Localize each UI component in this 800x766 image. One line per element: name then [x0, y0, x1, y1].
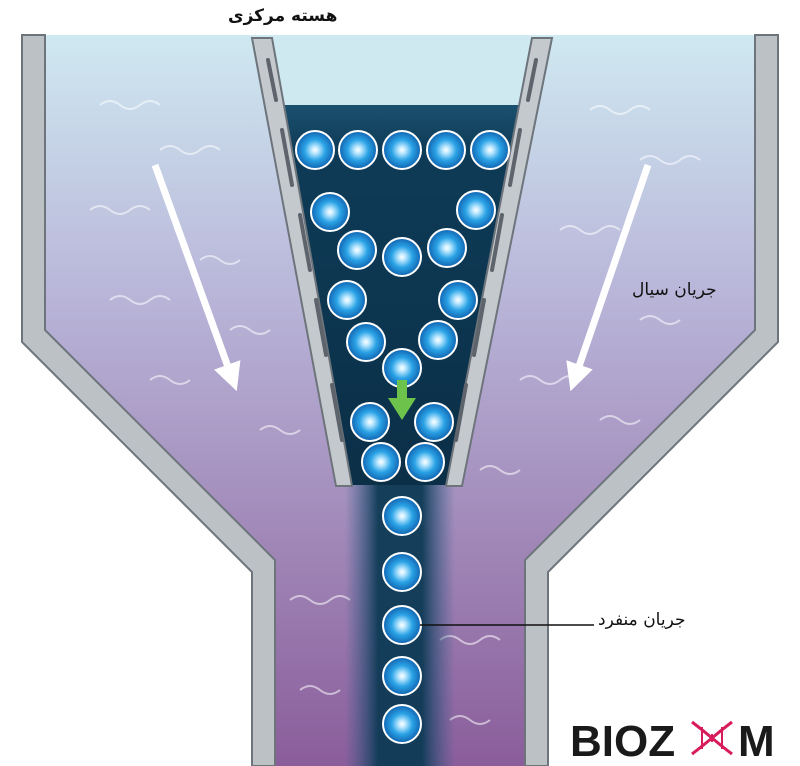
cell — [456, 190, 496, 230]
cell — [427, 228, 467, 268]
cell — [382, 237, 422, 277]
right-outer-wall — [524, 34, 779, 766]
cell — [418, 320, 458, 360]
cell — [310, 192, 350, 232]
core-right-wall — [444, 37, 554, 487]
sheath-flow-label: جریان سیال — [632, 280, 717, 300]
cell — [382, 605, 422, 645]
cell — [382, 704, 422, 744]
core-left-wall — [250, 37, 354, 487]
cell — [338, 130, 378, 170]
cell — [361, 442, 401, 482]
left-outer-wall — [21, 34, 276, 766]
dna-helix-icon — [691, 720, 733, 756]
cell — [382, 552, 422, 592]
cell — [414, 402, 454, 442]
cell — [337, 230, 377, 270]
cell — [382, 496, 422, 536]
biozoom-logo: BIOZ M — [570, 717, 775, 762]
cell — [382, 656, 422, 696]
green-down-arrow-icon — [388, 380, 416, 420]
cell — [350, 402, 390, 442]
core-top-light — [272, 40, 532, 105]
cell — [382, 130, 422, 170]
right-flow-arrow-icon — [566, 163, 652, 392]
cell — [346, 322, 386, 362]
cell — [438, 280, 478, 320]
single-file-flow-label: جریان منفرد — [598, 610, 686, 630]
cell — [470, 130, 510, 170]
core-wall-slots — [266, 58, 538, 442]
cell — [295, 130, 335, 170]
cell — [405, 442, 445, 482]
cell — [426, 130, 466, 170]
cell — [327, 280, 367, 320]
central-core-label: هسته مرکزی — [228, 6, 338, 26]
logo-text-right: M — [738, 717, 775, 762]
logo-text-left: BIOZ — [570, 717, 675, 762]
left-flow-arrow-icon — [151, 163, 241, 392]
cells — [295, 130, 510, 744]
